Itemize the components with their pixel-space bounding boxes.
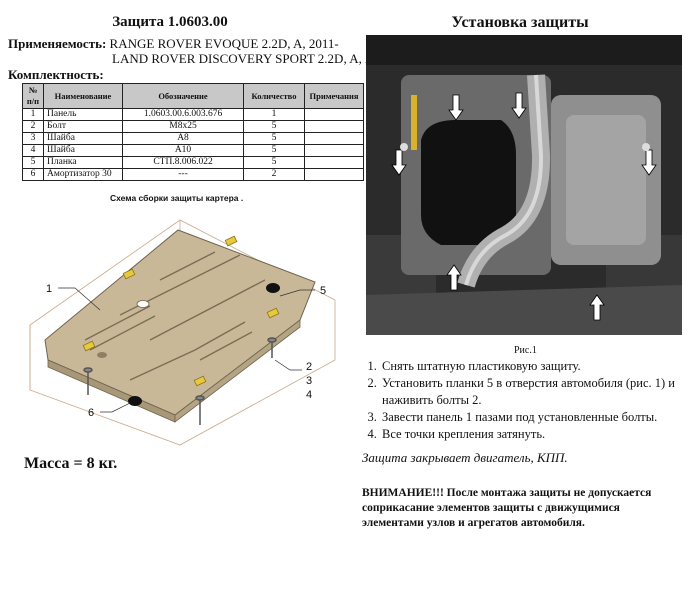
cell: А10 (122, 144, 244, 157)
col-qty: Количество (243, 83, 305, 109)
cell: 3 (22, 132, 44, 145)
callout-5: 5 (320, 285, 326, 297)
cell (304, 156, 364, 169)
cell: 1 (243, 108, 305, 121)
diagram-caption: Схема сборки защиты картера . (110, 193, 244, 203)
install-steps: Снять штатную пластиковую защиту. Устано… (362, 358, 690, 443)
applicability-line-1: RANGE ROVER EVOQUE 2.2D, A, 2011- (109, 36, 339, 51)
shock-absorbers (128, 283, 280, 406)
list-item: Снять штатную пластиковую защиту. (380, 358, 690, 375)
applicability-line-2: LAND ROVER DISCOVERY SPORT 2.2D, A, 2014… (112, 51, 396, 66)
warning-text: ВНИМАНИЕ!!! После монтажа защиты не допу… (362, 487, 652, 529)
cell: 2 (22, 120, 44, 133)
cell (304, 120, 364, 133)
install-title: Установка защиты (451, 14, 589, 31)
cell: 5 (22, 156, 44, 169)
cell (304, 144, 364, 157)
mass-label: Масса = 8 кг. (24, 455, 118, 472)
callout-4: 4 (306, 389, 312, 401)
figure-caption: Рис.1 (514, 345, 537, 356)
cell: 1.0603.00.6.003.676 (122, 108, 244, 121)
kit-table: № п/п Наименование Обозначение Количеств… (22, 83, 364, 181)
callout-lines (58, 287, 315, 413)
list-item: Установить планки 5 в отверстия автомоби… (380, 375, 690, 409)
applicability: Применяемость: RANGE ROVER EVOQUE 2.2D, … (8, 36, 395, 66)
cell: 5 (243, 120, 305, 133)
col-name: Наименование (43, 83, 123, 109)
cell (304, 108, 364, 121)
applicability-label: Применяемость: (8, 36, 107, 51)
callout-2: 2 (306, 361, 312, 373)
cell: 5 (243, 144, 305, 157)
document-title: Защита 1.0603.00 (112, 14, 228, 30)
cell: 5 (243, 156, 305, 169)
assembly-diagram: 1 5 2 3 4 6 (29, 219, 336, 446)
cell: 2 (243, 168, 305, 181)
kit-table-header: № п/п Наименование Обозначение Количеств… (22, 83, 364, 109)
cell: Панель (43, 108, 123, 121)
kit-label: Комплектность: (8, 67, 104, 82)
list-item: Все точки крепления затянуть. (380, 426, 690, 443)
engine-photo-illustration (366, 35, 682, 335)
callout-3: 3 (306, 375, 312, 387)
cell: --- (122, 168, 244, 181)
cell (304, 132, 364, 145)
install-photo (366, 35, 682, 335)
cell: 6 (22, 168, 44, 181)
cell: Шайба (43, 132, 123, 145)
cell: СТП.8.006.022 (122, 156, 244, 169)
cell: 5 (243, 132, 305, 145)
cell (304, 168, 364, 181)
col-code: Обозначение (122, 83, 244, 109)
cell: М8х25 (122, 120, 244, 133)
cell: 1 (22, 108, 44, 121)
list-item: Завести панель 1 пазами под установленны… (380, 409, 690, 426)
callout-6: 6 (88, 407, 94, 419)
cell: Болт (43, 120, 123, 133)
col-num: № п/п (22, 83, 44, 109)
cell: Амортизатор 30 (43, 168, 123, 181)
cell: Шайба (43, 144, 123, 157)
cell: А8 (122, 132, 244, 145)
skid-plate-panel (44, 229, 316, 423)
coverage-note: Защита закрывает двигатель, КПП. (362, 450, 568, 465)
cell: Планка (43, 156, 123, 169)
col-notes: Примечания (304, 83, 364, 109)
callout-1: 1 (46, 283, 52, 295)
mounting-brackets (82, 235, 280, 387)
cell: 4 (22, 144, 44, 157)
bolts (83, 337, 277, 425)
